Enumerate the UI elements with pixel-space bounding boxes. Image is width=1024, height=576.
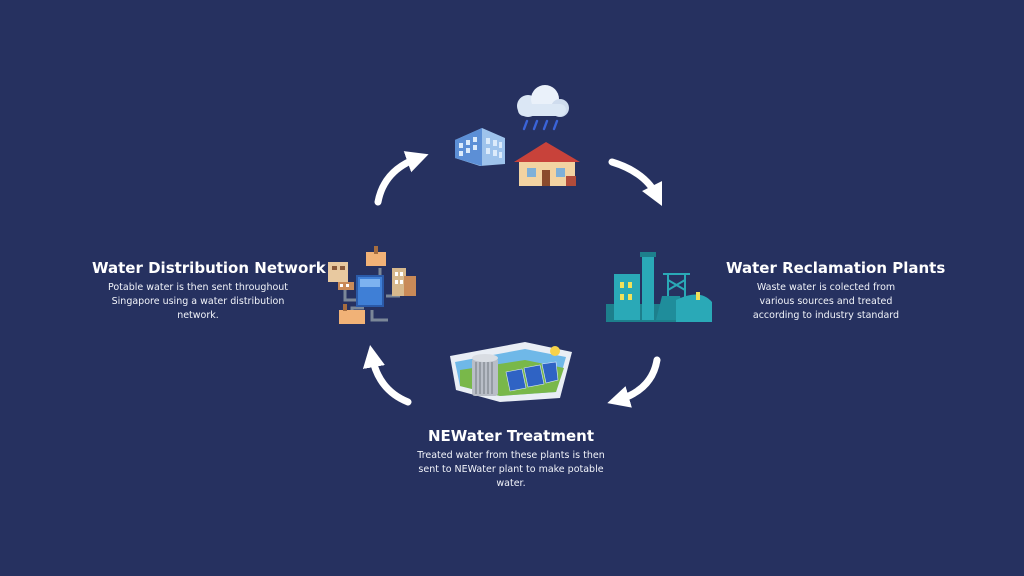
treatment-title: NEWater Treatment — [428, 427, 594, 445]
stage-distribution: Water Distribution Network Potable water… — [92, 259, 326, 323]
arrow-right-bottom — [607, 356, 661, 408]
stage-treatment: NEWater Treatment Treated water from the… — [407, 427, 615, 491]
distribution-description: Potable water is then sent throughout Si… — [107, 282, 289, 321]
newater-treatment-plant-icon — [450, 342, 572, 402]
city-rain-houses-icon — [455, 85, 580, 186]
reclamation-title: Water Reclamation Plants — [726, 259, 946, 277]
water-distribution-network-icon — [328, 246, 416, 324]
reclamation-description: Waste water is colected from various sou… — [752, 282, 900, 321]
water-reclamation-plant-icon — [606, 252, 712, 322]
treatment-description: Treated water from these plants is then … — [417, 450, 605, 489]
arrow-left-top — [374, 151, 429, 206]
arrow-top-right — [608, 158, 663, 207]
arrow-bottom-left — [362, 344, 412, 406]
distribution-title: Water Distribution Network — [92, 259, 326, 277]
stage-reclamation: Water Reclamation Plants Waste water is … — [726, 259, 946, 323]
